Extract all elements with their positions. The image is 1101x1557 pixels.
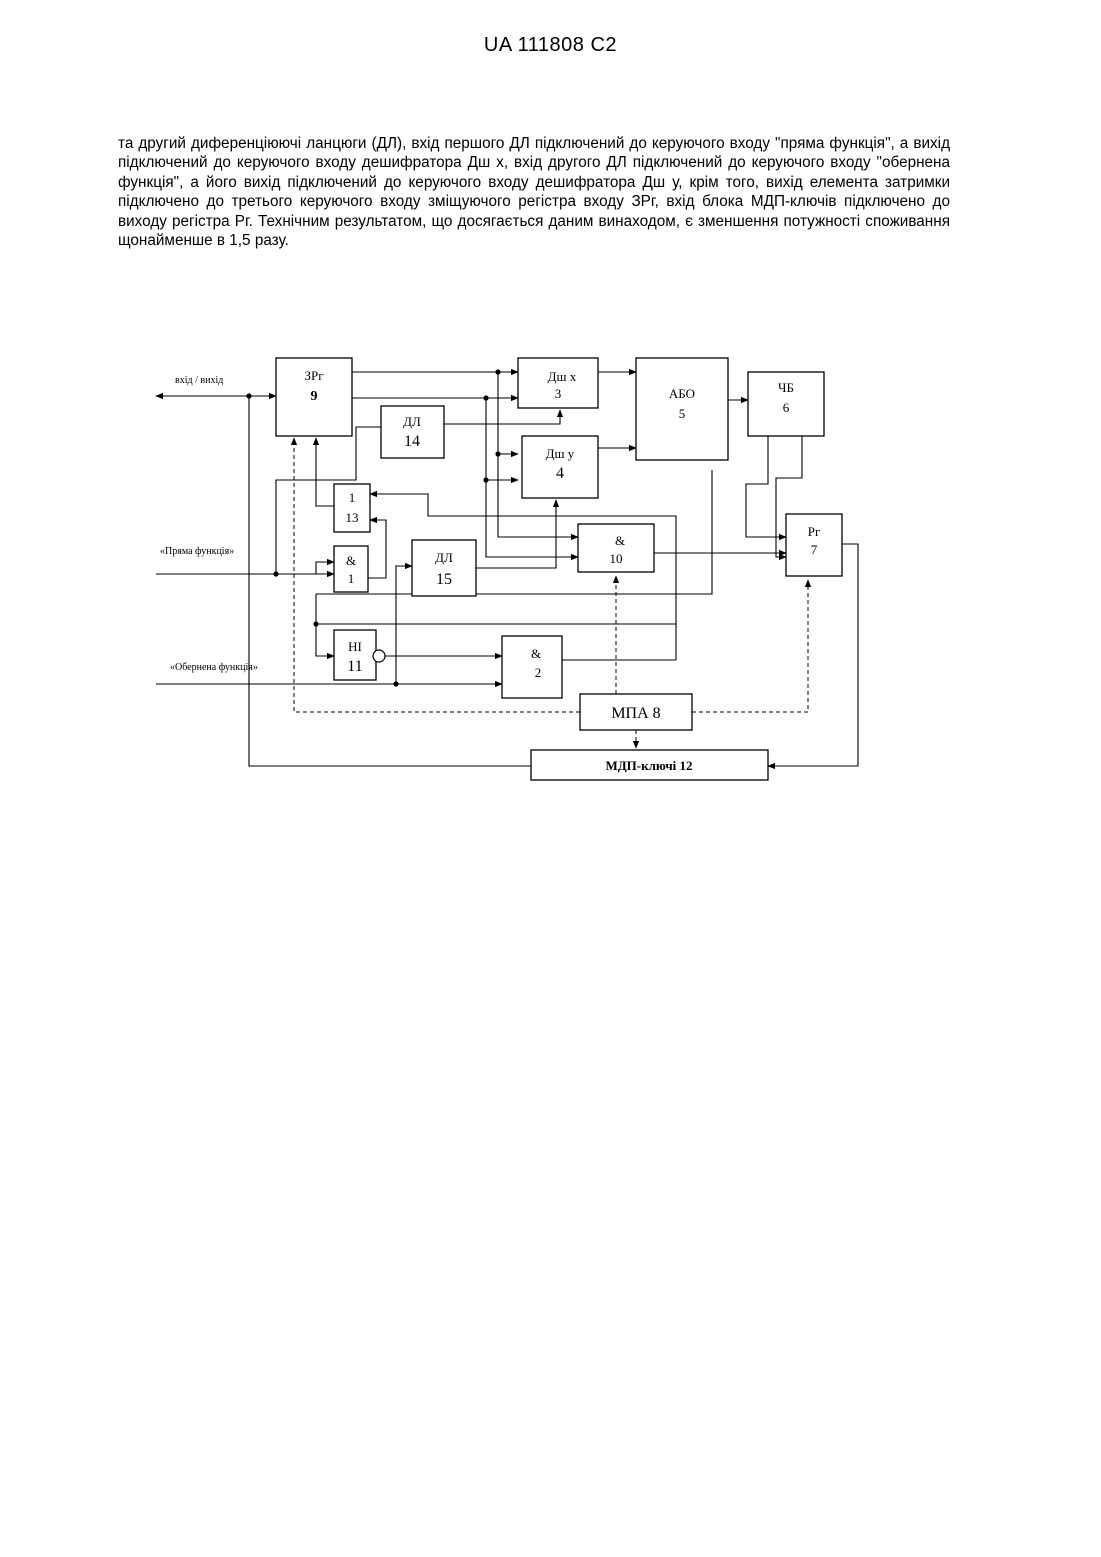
dshx-number: 3 (555, 386, 562, 401)
dl15-block: ДЛ 15 (412, 540, 476, 596)
io-input-label: вхід / вихід (175, 375, 223, 386)
and2-block: & 2 (502, 636, 562, 698)
inverse-input-label: «Обернена функція» (170, 662, 258, 673)
and1-block: & 1 (334, 546, 368, 592)
and2-label: & (531, 646, 541, 661)
and1-to-or13-line (368, 520, 386, 578)
direct-input-label: «Пряма функція» (160, 546, 234, 557)
mpa-label: МПА 8 (611, 705, 660, 722)
abo-number: 5 (679, 406, 686, 421)
rg-label: Рг (808, 524, 821, 539)
dshx-block: Дш х 3 (518, 358, 598, 408)
or13-label: 1 (349, 490, 356, 505)
dl14-to-dshx-line (444, 410, 560, 424)
chb-label: ЧБ (778, 380, 794, 395)
bus-to-dshy-line-2 (486, 398, 518, 480)
and10-block: & 10 (578, 524, 654, 572)
feedback-to-ni11-line (316, 624, 334, 656)
rg-to-mdp-line (768, 544, 858, 766)
inverter-bubble-icon (373, 650, 385, 662)
dl15-label: ДЛ (435, 550, 453, 565)
dl14-label: ДЛ (403, 414, 421, 429)
abo-block: АБО 5 (636, 358, 728, 460)
chb-to-rg-line-1 (746, 436, 786, 537)
feedback-bus-line (316, 594, 676, 624)
dshy-block: Дш у 4 (522, 436, 598, 498)
dshy-number: 4 (556, 465, 564, 482)
direct-to-dl14-line (356, 427, 381, 434)
abo-label: АБО (669, 386, 695, 401)
dl15-number: 15 (436, 571, 452, 588)
dl14-block: ДЛ 14 (381, 406, 444, 458)
inverse-to-dl15-line (396, 566, 412, 684)
zrg-number: 9 (311, 389, 318, 404)
ni11-block: НІ 11 (334, 630, 385, 680)
and2-number: 2 (535, 665, 542, 680)
zrg-label: ЗРг (304, 368, 323, 383)
rg-number: 7 (811, 542, 818, 557)
rg-block: Рг 7 (786, 514, 842, 576)
mpa-to-rg-dashed (692, 580, 808, 712)
or13-to-zrg-line (316, 438, 334, 506)
and1-number: 1 (348, 571, 355, 586)
mdp-block: МДП-ключі 12 (531, 750, 768, 780)
bus-to-dshy-line-1 (498, 372, 518, 454)
mdp-label: МДП-ключі 12 (605, 758, 692, 773)
ni11-number: 11 (347, 658, 362, 675)
dl15-to-dshy-line (476, 500, 556, 568)
chb-number: 6 (783, 400, 790, 415)
and10-label: & (615, 533, 625, 548)
or13-block: 1 13 (334, 484, 370, 532)
or13-number: 13 (346, 510, 359, 525)
dshx-label: Дш х (548, 369, 577, 384)
zrg-block: ЗРг 9 (276, 358, 352, 436)
chb-block: ЧБ 6 (748, 372, 824, 436)
and1-label: & (346, 553, 356, 568)
and10-number: 10 (610, 551, 623, 566)
dl14-number: 14 (404, 433, 420, 450)
dshy-label: Дш у (546, 446, 575, 461)
mpa-block: МПА 8 (580, 694, 692, 730)
ni11-label: НІ (348, 639, 362, 654)
